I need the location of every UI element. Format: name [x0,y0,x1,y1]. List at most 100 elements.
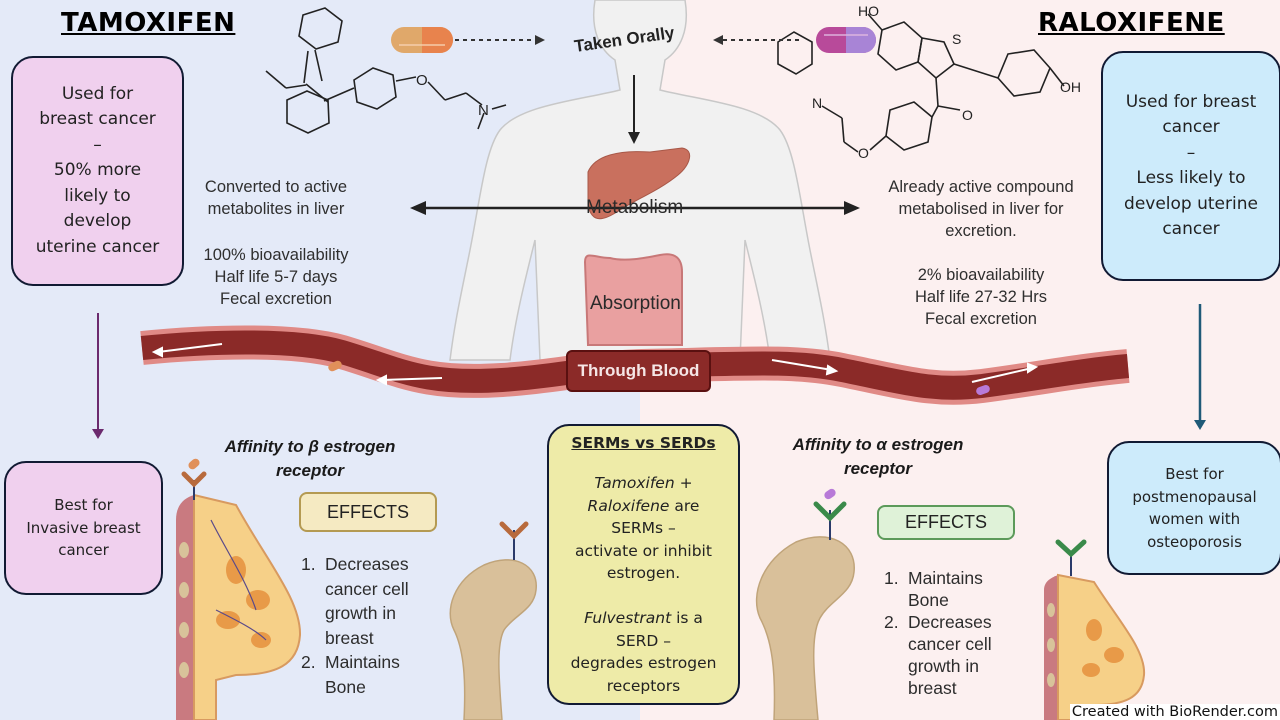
absorption-label: Absorption [590,293,681,314]
raloxifene-bone-illustration [755,488,855,720]
tamoxifen-title: TAMOXIFEN [61,8,236,38]
svg-text:N: N [478,102,489,119]
text-line: Invasive breast [26,518,141,537]
metabolism-label: Metabolism [586,197,684,218]
svg-text:O: O [962,107,973,123]
svg-text:HO: HO [858,3,879,19]
text-line: receptor [843,459,913,478]
serms-line: SERMs – [611,519,676,538]
text-line: Half life 27-32 Hrs [914,288,1048,306]
text-line: cancer [1162,117,1220,137]
serms-line: estrogen. [606,564,681,583]
text-line: – [1186,142,1196,163]
text-line: Used for [61,83,134,104]
metabolism-double-arrow-icon [410,201,860,215]
raloxifene-molecule-icon: HO S OH O N O [777,3,1081,161]
tamoxifen-molecule-icon: O N [265,7,507,134]
text-line: likely to [64,185,131,206]
text-line: metabolised in liver for [898,200,1064,218]
serms-line: Fulvestrant is a [584,609,703,628]
text-line: cancer [58,541,109,560]
text-line: postmenopausal [1132,487,1257,506]
raloxifene-best-for-text: Best for postmenopausal women with osteopor… [1132,463,1256,553]
effect-number: 1. [884,568,899,588]
text-line: Already active compound [888,178,1074,196]
serms-line: Tamoxifen + [594,474,693,493]
text-line: – [93,134,102,155]
serms-line: degrades estrogen [570,654,717,673]
text-line: breast cancer [39,109,156,130]
raloxifene-down-arrow-icon [1194,304,1206,430]
raloxifene-use-box: Used for breast cancer – Less likely to deve… [1101,51,1280,281]
biorender-credit: Created with BioRender.com [1069,704,1280,720]
text-line: develop uterine [1124,193,1258,214]
raloxifene-use-text: Used for breast cancer – Less likely to deve… [1124,90,1258,243]
svg-text:O: O [416,72,428,89]
raloxifene-title: RALOXIFENE [1038,8,1225,38]
text-line: Fecal excretion [220,290,332,308]
text-line: Affinity to β estrogen [224,437,396,456]
dotted-arrow-right-icon [455,35,545,45]
tamoxifen-metabolism-text: Converted to active metabolites in liver [196,176,356,220]
text-line: 100% bioavailability [203,246,349,264]
text-line: osteoporosis [1147,532,1242,551]
raloxifene-effects-label: EFFECTS [877,505,1015,540]
text-line: 2% bioavailability [917,266,1045,284]
effect-number: 1. [301,554,316,574]
tamoxifen-breast-illustration [176,458,302,720]
text-line: Best for [1165,465,1224,483]
text-line: Used for breast [1125,91,1257,112]
text-line: develop [63,211,132,232]
serms-line: receptors [606,676,681,695]
svg-text:S: S [952,31,961,47]
text-line: Less likely to [1136,168,1246,188]
serms-line: SERD – [615,631,671,650]
svg-text:N: N [812,95,822,111]
text-line: Best for [54,496,113,515]
text-line: cancer [1162,219,1220,239]
tamoxifen-bone-illustration [449,521,537,720]
text-line: women with [1148,510,1241,528]
tamoxifen-down-arrow-icon [92,313,104,439]
serms-vs-serds-box: SERMs vs SERDs Tamoxifen + Raloxifene are… [547,424,740,705]
tamoxifen-effects-label: EFFECTS [299,492,437,532]
human-body-illustration [449,0,831,361]
tamoxifen-use-text: Used for breast cancer – 50% more likely to d… [36,82,160,261]
raloxifene-pill-icon [816,27,876,53]
raloxifene-best-for-box: Best for postmenopausal women with osteopor… [1107,441,1280,575]
text-line: Fecal excretion [925,310,1037,328]
serms-line: Raloxifene are [587,496,700,515]
through-blood-label: Through Blood [566,350,711,392]
text-line: Converted to active [204,178,348,196]
text-line: Half life 5-7 days [214,268,338,286]
serms-vs-serds-title: SERMs vs SERDs [571,433,716,452]
dotted-arrow-left-icon [713,35,803,45]
raloxifene-metabolism-text: Already active compound metabolised in li… [866,176,1096,242]
text-line: excretion. [945,222,1017,240]
svg-text:OH: OH [1060,79,1081,95]
effect-number: 2. [884,612,899,632]
text-line: receptor [275,461,345,480]
svg-text:O: O [858,145,869,161]
tamoxifen-use-box: Used for breast cancer – 50% more likely to d… [11,56,184,286]
text-line: 50% more [53,160,142,181]
tamoxifen-affinity-heading: Affinity to β estrogen receptor [205,435,415,483]
text-line: metabolites in liver [207,200,345,218]
text-line: Affinity to α estrogen [792,435,964,454]
raloxifene-affinity-heading: Affinity to α estrogen receptor [778,433,978,481]
